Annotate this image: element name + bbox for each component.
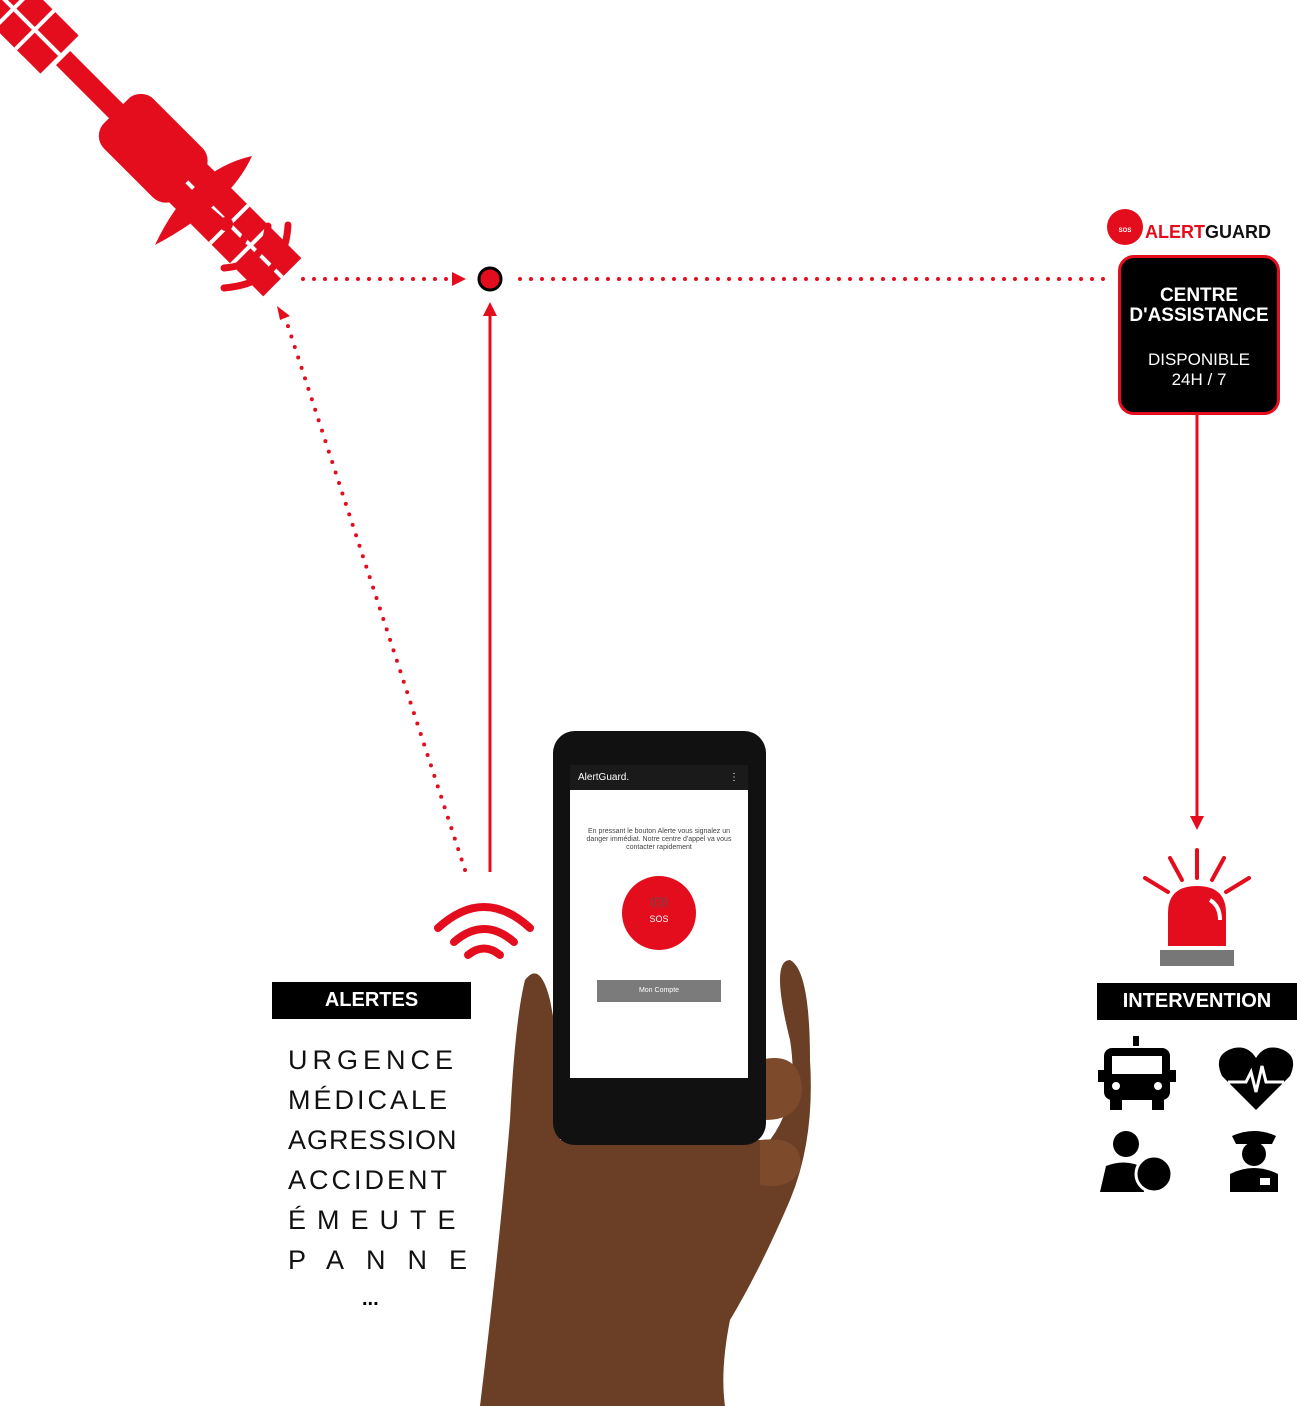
sos-button[interactable]: ((!)) SOS: [622, 876, 696, 950]
arrow-head: [452, 272, 466, 286]
siren-icon: [1143, 848, 1251, 966]
alertguard-logo-badge: SOS: [1107, 209, 1143, 245]
alerts-heading: ALERTES: [272, 982, 471, 1019]
intervention-heading: INTERVENTION: [1097, 983, 1297, 1020]
overflow-menu-icon[interactable]: ⋮: [729, 772, 739, 783]
arrow-head: [1190, 816, 1204, 830]
satellite-icon: [0, 0, 302, 297]
logo-part1: ALERT: [1145, 222, 1205, 242]
sos-label: SOS: [649, 914, 669, 924]
alert-item: MÉDICALE: [288, 1085, 451, 1115]
my-account-button[interactable]: Mon Compte: [597, 980, 721, 1002]
ambulance-icon: [1098, 1036, 1176, 1110]
person-icon: [1100, 1131, 1174, 1194]
app-screen: En pressant le bouton Alerte vous signal…: [570, 790, 748, 1078]
alert-item: URGENCE: [288, 1045, 459, 1075]
alerts-more: ...: [362, 1288, 379, 1310]
logo-badge-text: SOS: [1118, 228, 1132, 234]
police-officer-icon: [1230, 1131, 1278, 1192]
logo-part2: GUARD: [1205, 222, 1271, 242]
arrow-head: [483, 302, 497, 316]
alert-item: AGRESSION: [288, 1125, 458, 1155]
centre-title-line1: CENTRE: [1159, 285, 1239, 306]
app-message: En pressant le bouton Alerte vous signal…: [586, 828, 732, 851]
dotted-line-phone-to-satellite: [284, 318, 467, 872]
alert-item: ÉMEUTE: [288, 1205, 467, 1235]
app-header: AlertGuard. ⋮: [570, 765, 748, 790]
alert-signal-icon: ((!)): [650, 896, 668, 908]
centre-availability-line2: 24H / 7: [1171, 370, 1227, 389]
wifi-signal-icon: [434, 903, 534, 959]
alertguard-logo-text: ALERTGUARD: [1145, 222, 1271, 243]
centre-title-line2: D'ASSISTANCE: [1129, 305, 1269, 326]
alerts-list: URGENCE MÉDICALE AGRESSION ACCIDENT ÉMEU…: [288, 1040, 490, 1280]
alert-item: ACCIDENT: [288, 1165, 451, 1195]
alert-item: PANNE: [288, 1245, 490, 1275]
centre-availability-line1: DISPONIBLE: [1147, 350, 1251, 369]
heart-pulse-icon: [1218, 1047, 1294, 1110]
hub-dot: [477, 266, 503, 292]
arrow-head: [277, 306, 290, 320]
app-title: AlertGuard.: [578, 772, 630, 783]
